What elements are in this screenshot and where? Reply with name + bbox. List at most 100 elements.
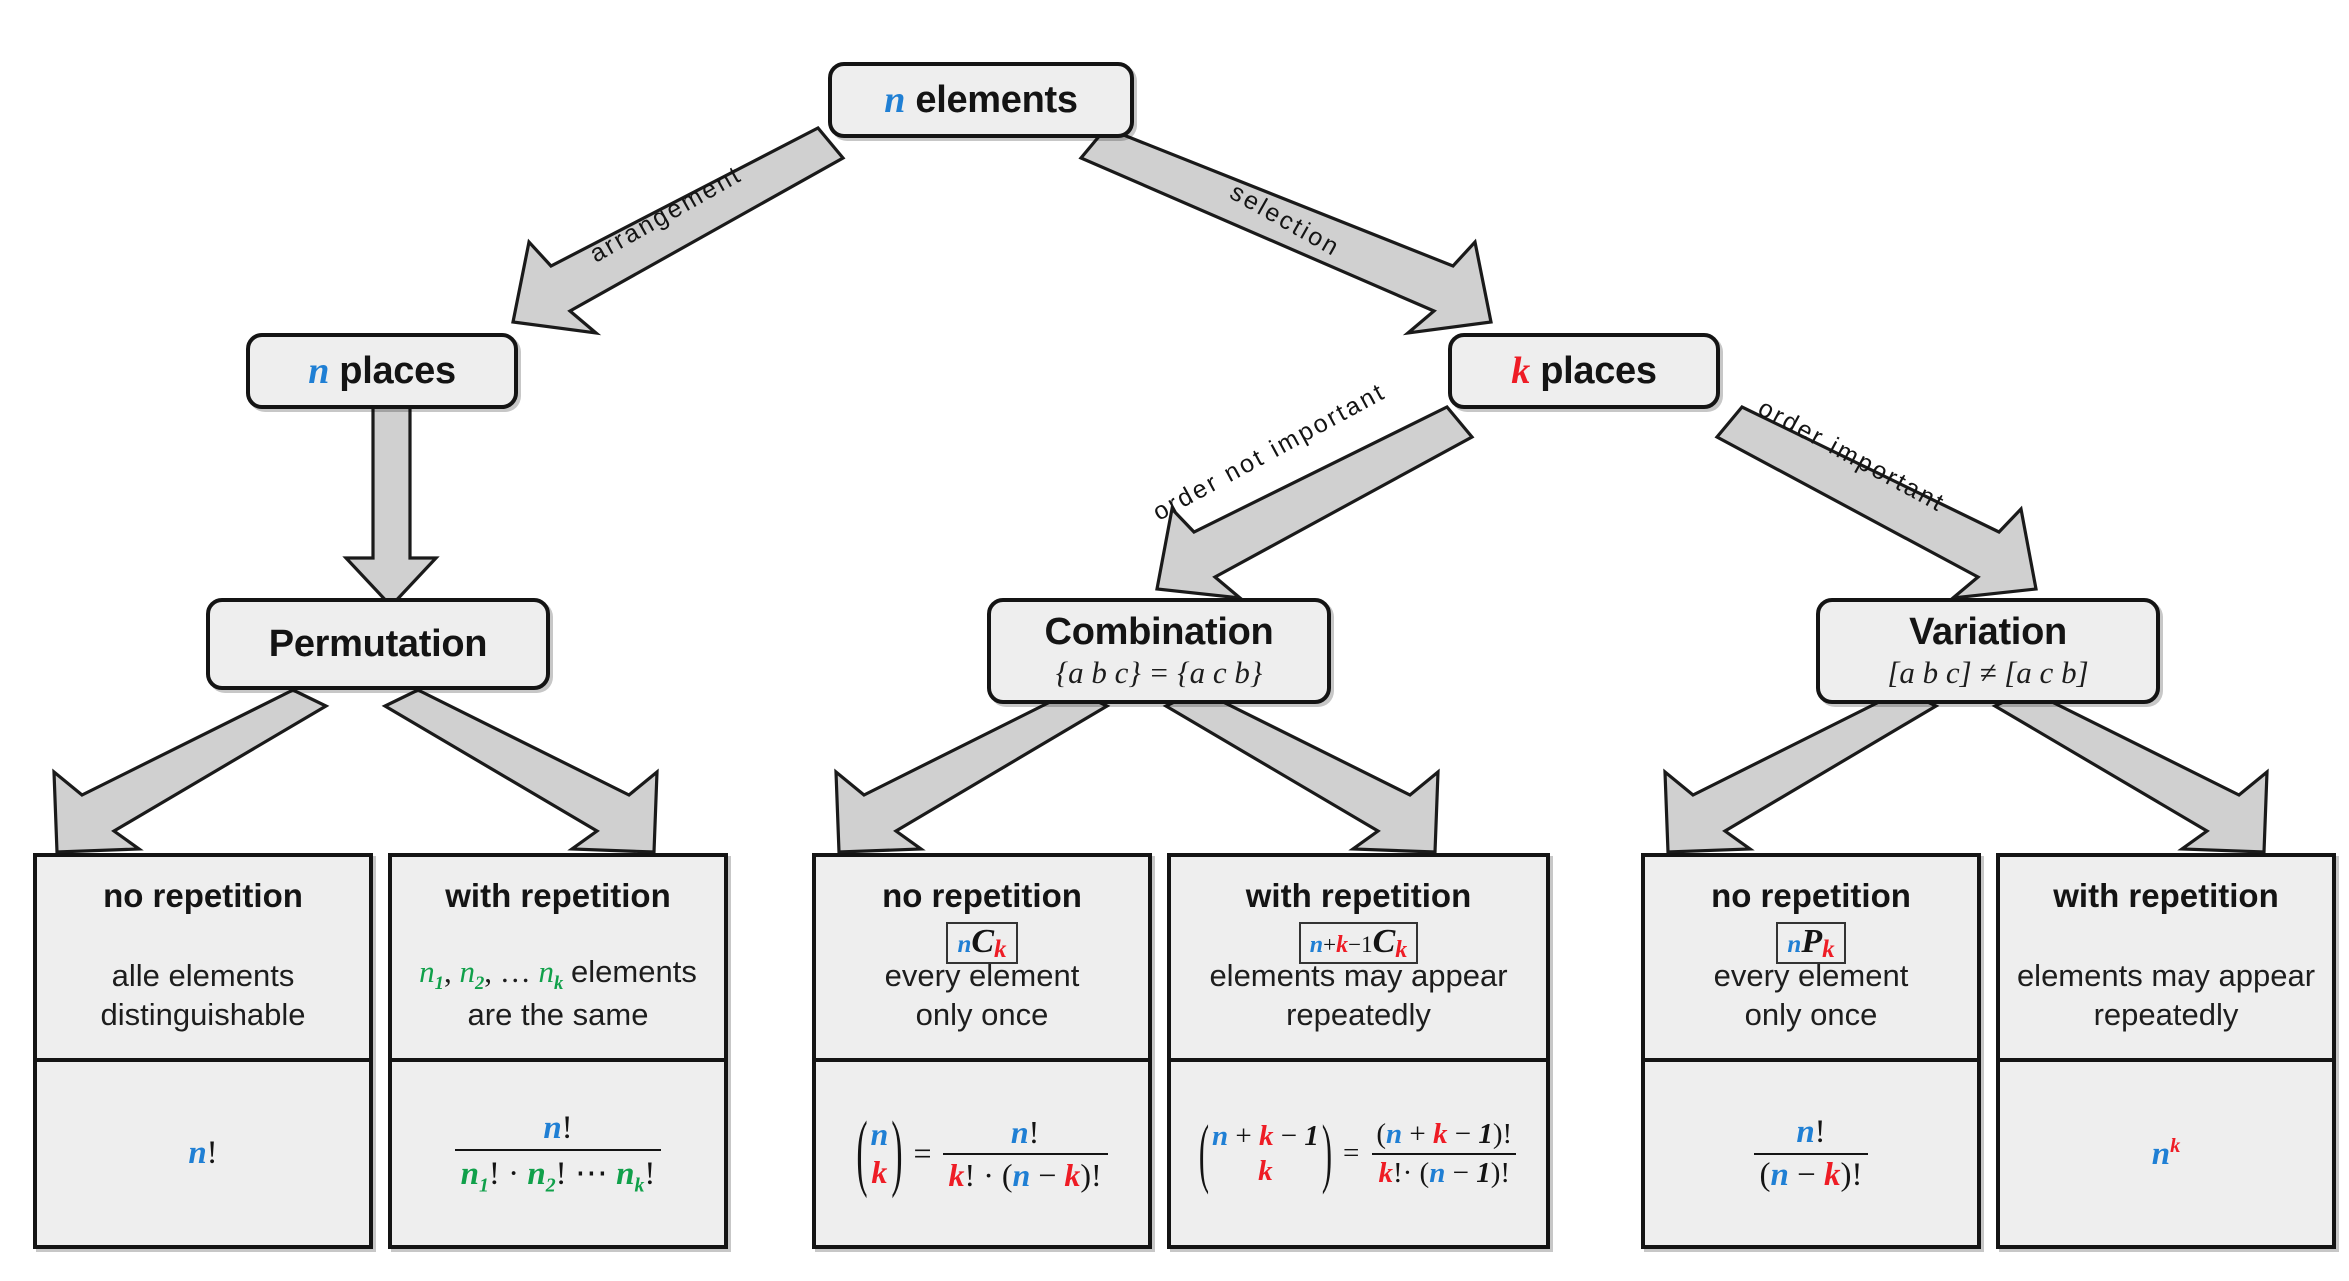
node-k-places-label: places [1540,349,1657,392]
binomial-top: n + k − 1 [1211,1120,1319,1153]
card-head: no repetition [103,877,303,914]
paren-right: ) [891,1105,903,1200]
arrow-variation-to-var-with-rep [1991,688,2269,854]
symbol-n: n [1309,932,1324,958]
symbol-n: n [308,349,330,392]
node-k-places-title: k places [1511,349,1657,393]
node-n-elements-title: n elements [884,78,1078,122]
symbol-plus: + [1323,932,1337,957]
symbol-comma: , [443,954,452,990]
card-var-no-repetition[interactable]: no repetition nPk every element only onc… [1641,853,1981,1249]
binomial-stack: n k [868,1116,892,1192]
symbol-n: n [1787,931,1802,958]
symbol-n2: n2 [459,954,485,995]
card-perm-with-repetition[interactable]: with repetition n1, n2, … nk elements ar… [388,853,728,1249]
node-combination-subtitle: {a b c} = {a c b} [1055,655,1263,691]
desc-line-1: every element [884,958,1080,994]
arrow-permutation-to-perm-no-rep [52,688,330,854]
card-top: no repetition nPk every element only onc… [1645,857,1977,1062]
node-n-places-label: places [339,349,456,392]
denominator: n1! · n2! ⋯ nk! [454,1148,662,1198]
symbol-minus: − [1348,932,1362,957]
card-head: no repetition [1711,877,1911,914]
power-expression: nk [2152,1135,2181,1173]
node-combination-title: Combination [1044,610,1274,653]
card-comb-no-repetition[interactable]: no repetition n Ck every element only onc… [812,853,1152,1249]
symbol-nk: nk [538,954,564,995]
symbol-k-exponent: k [2170,1134,2181,1157]
node-permutation[interactable]: Permutation [206,598,550,690]
card-description: n1, n2, … nk elements are the same [392,953,724,1034]
numerator: n! [1796,1113,1826,1150]
card-perm-no-repetition[interactable]: no repetition alle elements distinguisha… [33,853,373,1249]
paren-right: ) [1321,1109,1332,1197]
desc-line-2: are the same [467,996,649,1032]
paren-left: ( [1198,1109,1209,1197]
binomial-stack: n + k − 1 k [1209,1119,1322,1187]
binomial-coefficient: ( n k ) [856,1110,902,1195]
node-variation-subtitle: [a b c] ≠ [a c b] [1887,655,2089,691]
symbol-P: P [1801,923,1823,960]
node-permutation-title: Permutation [268,622,488,665]
denominator: k!· (n − 1)! [1372,1152,1517,1190]
symbol-factorial: ! [206,1135,218,1171]
edge-label-order-important: order important [1753,393,1951,518]
node-n-places-title: n places [308,350,456,393]
card-head: no repetition [882,877,1082,914]
denominator: (n − k)! [1753,1152,1869,1194]
fraction: n! k! · (n − k)! [942,1114,1108,1194]
desc-line-2: only once [1744,996,1878,1032]
symbol-k: k [1511,349,1530,392]
paren-left: ( [856,1105,868,1200]
card-top: no repetition nCk every element only onc… [816,857,1148,1062]
symbol-k: k [1258,1154,1273,1187]
symbol-equals: = [913,1135,932,1171]
card-head: with repetition [1245,877,1472,914]
node-n-places[interactable]: n places [246,333,518,409]
card-var-with-repetition[interactable]: with repetition elements may appear repe… [1996,853,2336,1249]
arrow-variation-to-var-no-rep [1663,688,1940,854]
desc-line-1: every element [1713,958,1909,994]
node-n-elements[interactable]: n elements [828,62,1134,138]
node-variation[interactable]: Variation [a b c] ≠ [a c b] [1816,598,2160,704]
card-comb-with-repetition[interactable]: with repetition n+ k −1Ck elements may app… [1167,853,1550,1249]
symbol-n: n [188,1135,207,1171]
fraction: n! n1! · n2! ⋯ nk! [454,1109,662,1198]
card-top: with repetition n1, n2, … nk elements ar… [392,857,724,1062]
node-n-elements-label: elements [915,78,1078,121]
desc-line-1: elements may appear [2016,958,2316,994]
numerator: n! [543,1109,573,1146]
symbol-one: 1 [1361,932,1373,957]
arrow-combination-to-comb-with-rep [1162,688,1440,854]
desc-line-1: alle elements [111,958,295,994]
node-combination[interactable]: Combination {a b c} = {a c b} [987,598,1331,704]
card-description: elements may appear repeatedly [1171,957,1546,1034]
card-description: every element only once [816,957,1148,1034]
node-k-places[interactable]: k places [1448,333,1720,409]
symbol-n: n [870,1115,889,1152]
card-description: alle elements distinguishable [37,957,369,1034]
node-variation-title: Variation [1909,610,2067,653]
notation-badge-nPk: nPk [1776,922,1846,964]
card-description: every element only once [1645,957,1977,1034]
symbol-comma: , [484,954,492,990]
binomial-coefficient: ( n + k − 1 k ) [1199,1114,1332,1193]
card-formula: n! [37,1062,369,1245]
notation-badge-n-plus-k-minus-1-C-k: n+k−1Ck [1298,922,1419,964]
symbol-ellipsis: … [499,954,531,990]
edge-label-order-not-important: order not important [1148,377,1391,527]
arrow-root-to-n-places [511,125,846,336]
desc-line-1: elements may appear [1209,958,1508,994]
fraction: n! (n − k)! [1753,1113,1869,1194]
symbol-C: C [1372,923,1396,960]
symbol-k: k [1395,937,1408,963]
symbol-n: n [2151,1135,2171,1172]
card-head: with repetition [2053,877,2279,914]
symbol-equals: = [1342,1137,1360,1169]
symbol-C: C [971,923,995,960]
symbol-k: k [871,1153,888,1190]
card-formula: n! (n − k)! [1645,1062,1977,1245]
symbol-n: n [884,78,906,121]
desc-line-2: only once [915,996,1049,1032]
